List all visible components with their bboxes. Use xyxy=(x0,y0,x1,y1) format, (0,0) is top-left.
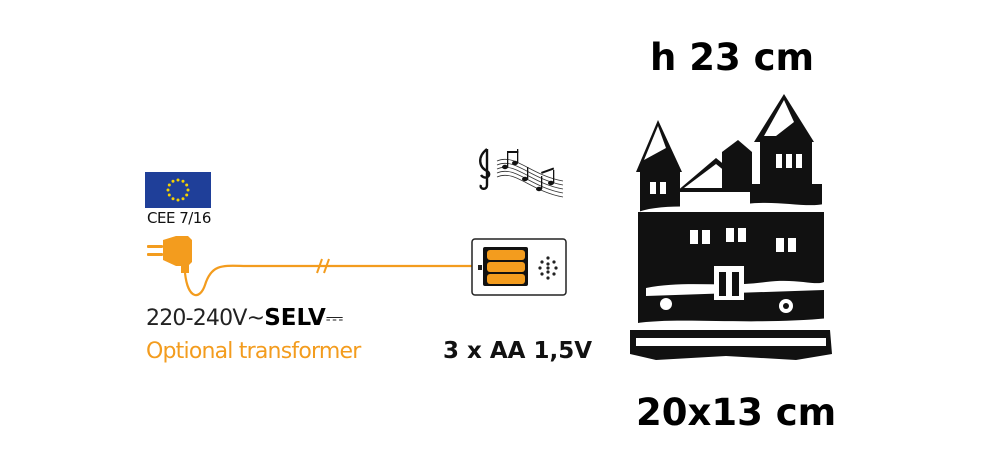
power-cable xyxy=(183,264,472,297)
battery-box-icon xyxy=(471,238,567,296)
plug-icon xyxy=(147,236,192,273)
cable-break-icon xyxy=(316,258,330,274)
voltage-value: 220-240V~ xyxy=(146,306,265,331)
dc-symbol: ⎓ xyxy=(325,306,344,331)
eu-flag-icon xyxy=(145,172,211,208)
plug-standard-label: CEE 7/16 xyxy=(147,209,211,227)
voltage-rating: 220-240V~SELV⎓ xyxy=(146,305,343,331)
product-height-label: h 23 cm xyxy=(650,36,815,79)
optional-transformer-label: Optional transformer xyxy=(146,339,361,364)
battery-label: 3 x AA 1,5V xyxy=(443,338,593,364)
selv-label: SELV xyxy=(264,305,326,331)
music-notes-icon xyxy=(479,148,564,198)
product-size-label: 20x13 cm xyxy=(636,391,837,434)
christmas-house-icon xyxy=(630,94,832,360)
